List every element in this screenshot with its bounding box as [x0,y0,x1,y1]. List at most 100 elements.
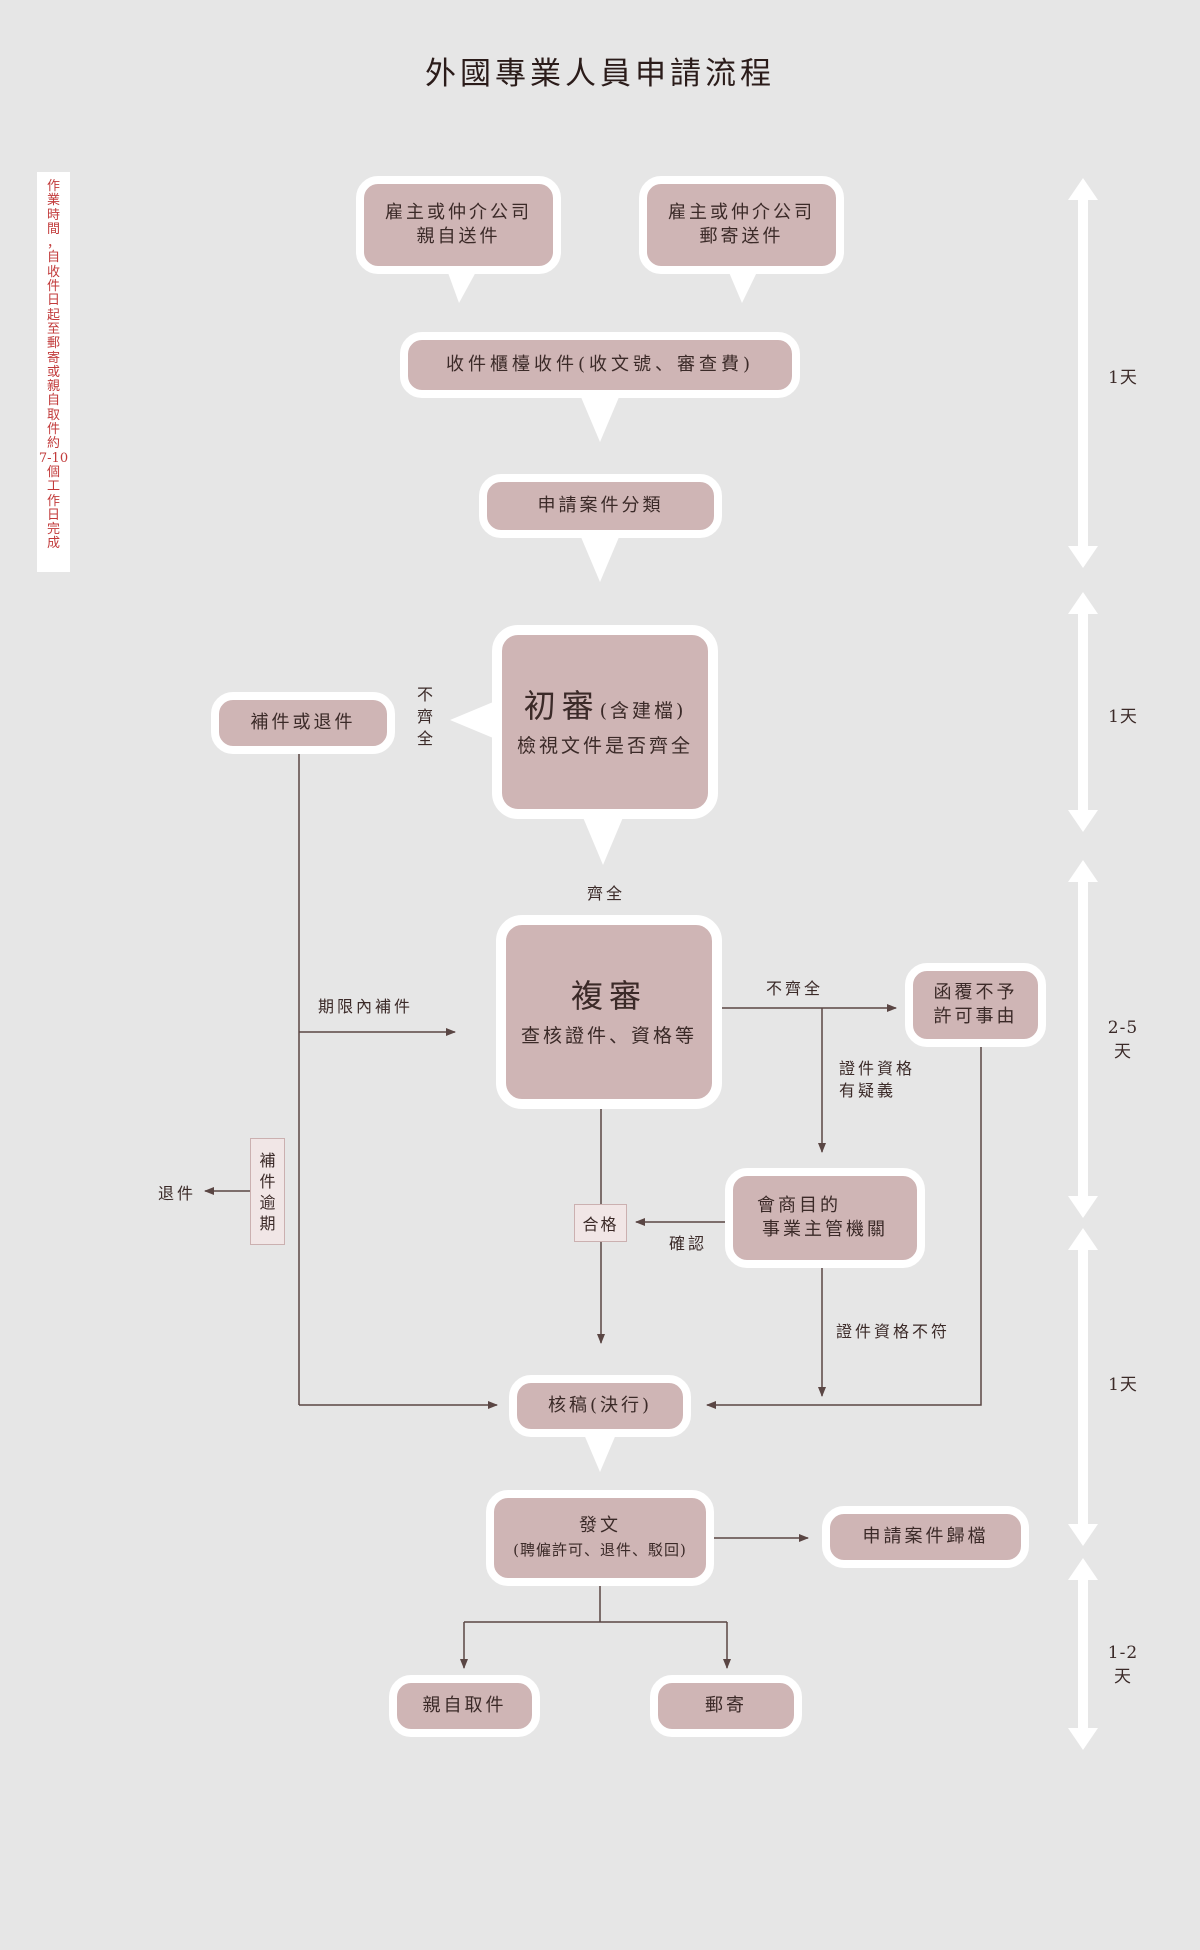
processing-time-char: 7-10 [38,450,69,466]
node-text: 收件櫃檯收件(收文號、審查費) [445,354,755,375]
label-confirm: 確認 [669,1234,708,1253]
processing-time-char: 或 [46,364,60,380]
processing-time-char: 親 [46,379,60,395]
node-counter: 收件櫃檯收件(收文號、審查費) [400,332,800,398]
label-incomplete-char: 不 [416,685,433,704]
node-consult-authority: 會商目的 事業主管機關 [725,1168,925,1268]
node-supplement-or-return: 補件或退件 [211,692,395,754]
node-text: 親自送件 [416,226,501,247]
label-incomplete-char: 齊 [416,707,433,726]
label-incomplete: 不齊全 [766,979,824,998]
node-reply-reason: 函覆不予 許可事由 [905,963,1046,1047]
processing-time-char: 個 [46,464,60,480]
label-doubt: 證件資格 有疑義 [839,1058,915,1102]
page-title: 外國專業人員申請流程 [425,56,775,92]
label-overdue-char: 逾 [259,1192,276,1212]
node-archive: 申請案件歸檔 [822,1506,1029,1568]
duration-5: 1-2 天 [1093,1641,1153,1689]
duration-arrow-1 [1068,178,1098,568]
processing-time-char: 自 [46,393,60,409]
duration-arrow-3 [1068,860,1098,1218]
duration-arrow-5 [1068,1558,1098,1750]
node-issue: 發文 (聘僱許可、退件、駁回) [486,1490,714,1586]
label-returned: 退件 [158,1184,197,1203]
node-text: 事業主管機關 [762,1219,888,1240]
tail-in-person [447,270,477,303]
initial-review-sub: 檢視文件是否齊全 [516,735,693,757]
processing-time-char: ， [46,236,60,252]
second-review-title: 複審 [570,977,647,1015]
label-within-deadline: 期限內補件 [318,997,414,1016]
node-text: 雇主或仲介公司 [385,202,532,223]
initial-review-title: 初審 [523,687,600,725]
tail-counter [578,390,622,442]
node-text: 親自取件 [422,1695,507,1716]
processing-time-char: 業 [46,193,60,209]
tail-initial-down [582,815,624,865]
processing-time-char: 作 [46,493,60,509]
label-complete: 齊全 [587,884,626,903]
node-text: 函覆不予 [933,982,1018,1003]
processing-time-char: 間 [46,221,60,237]
duration-arrow-2 [1068,592,1098,832]
arrow-reply-approve [706,1047,982,1409]
node-approve: 核稿(決行) [509,1375,691,1437]
issue-title: 發文 [579,1515,621,1536]
processing-time-char: 作 [46,179,60,194]
label-not-match: 證件資格不符 [836,1322,951,1341]
node-second-review: 複審 查核證件、資格等 [496,915,722,1109]
processing-time-char: 寄 [46,350,60,366]
duration-arrows [1068,178,1098,1750]
tail-classify [578,530,622,582]
processing-time-char: 起 [46,307,60,323]
processing-time-char: 郵 [46,336,60,352]
label-qualified: 合格 [574,1204,627,1242]
duration-5-unit: 天 [1114,1667,1132,1687]
node-text: 申請案件歸檔 [862,1526,989,1547]
processing-time-char: 約 [46,436,60,452]
label-overdue-char: 件 [259,1171,276,1191]
second-review-sub: 查核證件、資格等 [520,1025,697,1047]
node-text: 補件或退件 [250,712,356,733]
processing-time-char: 件 [46,279,60,295]
node-text: 郵寄送件 [699,226,784,247]
node-initial-review: 初審(含建檔) 檢視文件是否齊全 [492,625,718,819]
node-text: 許可事由 [933,1006,1018,1027]
duration-3-value: 2-5 [1107,1018,1139,1038]
node-pickup: 親自取件 [389,1675,540,1737]
issue-sub: (聘僱許可、退件、駁回) [513,1541,687,1559]
duration-4: 1天 [1108,1375,1138,1395]
label-doubt-line: 證件資格 [839,1059,916,1078]
duration-1: 1天 [1108,368,1138,388]
processing-time-char: 至 [46,321,60,337]
node-employer-in-person: 雇主或仲介公司 親自送件 [356,176,561,274]
label-overdue: 補件逾期 [250,1138,285,1245]
node-classify: 申請案件分類 [479,474,722,538]
initial-review-note: (含建檔) [599,700,687,722]
processing-time-char: 完 [46,522,60,538]
processing-time-char: 件 [46,422,60,438]
label-incomplete-char: 全 [416,729,433,748]
duration-2: 1天 [1108,707,1138,727]
tail-initial-left [450,700,498,740]
label-incomplete-vertical: 不齊全 [415,684,435,750]
duration-3-unit: 天 [1114,1042,1132,1062]
tail-approve [583,1432,617,1472]
duration-arrow-4 [1068,1228,1098,1546]
duration-5-value: 1-2 [1107,1643,1139,1663]
node-text: 申請案件分類 [537,495,664,516]
node-text: 郵寄 [705,1695,747,1716]
label-overdue-char: 補 [259,1150,276,1170]
processing-time-char: 成 [46,536,60,552]
label-overdue-char: 期 [259,1213,276,1233]
processing-time-char: 取 [46,407,60,423]
duration-3: 2-5 天 [1093,1016,1153,1064]
processing-time-char: 時 [46,207,60,223]
node-text: 核稿(決行) [547,1395,653,1416]
tail-mail [728,270,758,303]
node-text: 雇主或仲介公司 [668,202,815,223]
processing-time-char: 自 [46,250,60,266]
node-text: 會商目的 [757,1195,841,1216]
